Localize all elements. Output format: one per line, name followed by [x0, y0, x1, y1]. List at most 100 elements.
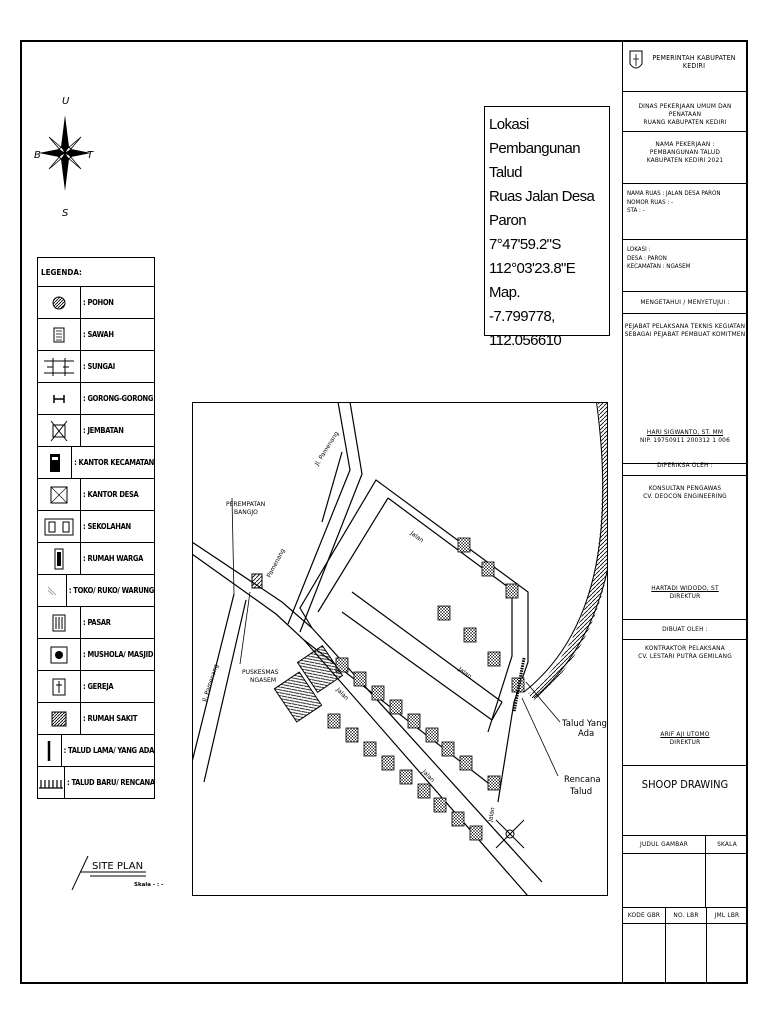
site-plan-scale: Skala - : -	[134, 882, 163, 888]
contractor-block: KONTRAKTOR PELAKSANA CV. LESTARI PUTRA G…	[623, 640, 747, 766]
checked-header: DIPERIKSA OLEH :	[623, 456, 747, 476]
compass-east: T	[87, 150, 94, 161]
official-nip: NIP. 19750911 200312 1 006	[639, 436, 731, 444]
legend-row: : SUNGAI	[37, 351, 155, 383]
bridge-icon	[38, 415, 81, 446]
legend-label: : TALUD LAMA/ YANG ADA	[63, 746, 155, 755]
building-block	[327, 713, 341, 729]
contractor-line: CV. LESTARI PUTRA GEMILANG	[638, 652, 732, 660]
label-perempatan: PEREMPATAN	[226, 501, 265, 508]
building-block	[353, 671, 367, 687]
building-block	[437, 605, 451, 621]
label-talud-ada: Talud Yang	[561, 719, 607, 729]
building-block	[451, 811, 465, 827]
legend-row: : GORONG-GORONG	[37, 383, 155, 415]
approve-header: MENGETAHUI / MENYETUJUI :	[623, 292, 747, 314]
work-line: KABUPATEN KEDIRI 2021	[646, 156, 724, 164]
building-block	[425, 727, 439, 743]
contractor-name: ARIF AJI UTOMO	[660, 730, 710, 738]
code-row: KODE GBR NO. LBR JML LBR	[623, 908, 747, 982]
location-info: LOKASI : DESA : PARON KECAMATAN : NGASEM	[623, 240, 747, 292]
road-line: STA : -	[627, 207, 645, 214]
mosque-icon	[38, 639, 81, 670]
legend-row: : RUMAH WARGA	[37, 543, 155, 575]
legend-label: : SAWAH	[83, 330, 114, 339]
road-edge	[317, 497, 389, 613]
judul-label: JUDUL GAMBAR	[640, 840, 688, 848]
dept-line: DINAS PEKERJAAN UMUM DAN PENATAAN	[638, 102, 732, 118]
no-lbr-label: NO. LBR	[673, 911, 699, 919]
building-block	[463, 627, 477, 643]
road-line: NOMOR RUAS : -	[627, 198, 674, 206]
label-jalan: Jalan	[334, 686, 350, 702]
lokasi-line: DESA : PARON	[627, 254, 667, 262]
building-block	[441, 741, 455, 757]
legend-label: : GEREJA	[83, 682, 114, 691]
official-block: PEJABAT PELAKSANA TEKNIS KEGIATAN SEBAGA…	[623, 314, 747, 464]
road-edge	[299, 479, 529, 803]
label-jl-pamenang: Jl. Pamenang	[313, 430, 340, 468]
school-icon	[38, 511, 81, 542]
compass-west: B	[34, 150, 41, 161]
building-block	[399, 769, 413, 785]
building-block	[469, 825, 483, 841]
legend-label: : GORONG-GORONG	[83, 394, 154, 403]
label-rencana-talud: Talud	[569, 787, 592, 797]
label-rencana-talud: Rencana	[564, 775, 601, 785]
official-name: HARI SIGWANTO, ST. MM	[646, 428, 724, 436]
label-jalan: Jalan	[487, 807, 497, 824]
legend-row: : KANTOR DESA	[37, 479, 155, 511]
contractor-role: DIREKTUR	[669, 738, 701, 746]
building-block	[487, 651, 501, 667]
legend-label: : TALUD BARU/ RENCANA	[67, 778, 155, 787]
existing-wall-icon	[38, 735, 62, 766]
road-edge	[192, 541, 543, 883]
road-edge	[491, 701, 503, 721]
culvert-icon	[38, 383, 81, 414]
building-block	[487, 775, 501, 791]
market-icon	[38, 607, 81, 638]
legend-label: : MUSHOLA/ MASJID	[83, 650, 154, 659]
skala-label: SKALA	[717, 840, 737, 848]
location-line: Map.	[489, 284, 521, 301]
puskesmas-building	[273, 644, 344, 723]
legend-label: : TOKO/ RUKO/ WARUNG	[68, 586, 154, 595]
rice-field-icon	[38, 319, 81, 350]
work-name: NAMA PEKERJAAN : PEMBANGUNAN TALUD KABUP…	[623, 132, 747, 184]
building-block	[457, 537, 471, 553]
location-coordinates: 7°47'59.2"S 112°03'23.8"E	[489, 236, 576, 277]
label-pamenang: Pamenang	[266, 548, 287, 579]
building-block	[363, 741, 377, 757]
label-puskesmas: PUSKESMAS	[242, 669, 279, 676]
legend-row: : KANTOR KECAMATAN	[37, 447, 155, 479]
legend-label: : SEKOLAHAN	[83, 522, 131, 531]
building-block	[505, 583, 519, 599]
road-edge	[387, 497, 513, 733]
legend-row: : RUMAH SAKIT	[37, 703, 155, 735]
gov-line: PEMERINTAH KABUPATEN	[652, 54, 736, 62]
district-office-icon	[38, 447, 73, 478]
legend-row: : SEKOLAHAN	[37, 511, 155, 543]
location-line: Lokasi	[489, 116, 529, 133]
planned-wall-icon	[38, 767, 65, 798]
legend-row: : MUSHOLA/ MASJID	[37, 639, 155, 671]
consultant-line: KONSULTAN PENGAWAS	[648, 484, 722, 492]
lokasi-line: LOKASI :	[627, 246, 651, 253]
drawing-title: SHOOP DRAWING	[623, 766, 747, 836]
road-edge	[341, 611, 493, 721]
kode-label: KODE GBR	[627, 911, 661, 919]
gov-header: PEMERINTAH KABUPATEN KEDIRI	[623, 40, 747, 92]
building-block	[389, 699, 403, 715]
map-north-marker	[495, 819, 525, 849]
legend-row: : GEREJA	[37, 671, 155, 703]
river-icon	[38, 351, 81, 382]
building-block	[371, 685, 385, 701]
road-edge	[203, 599, 247, 783]
church-icon	[38, 671, 81, 702]
road-info: NAMA RUAS : JALAN DESA PARON NOMOR RUAS …	[623, 184, 747, 240]
label-jl-pamenang: Jl. Pamenang	[201, 663, 220, 703]
site-plan-title: SITE PLAN	[92, 861, 143, 872]
label-talud-ada: Ada	[578, 729, 594, 739]
legend-label: : POHON	[83, 298, 114, 307]
gov-line: KEDIRI	[682, 62, 706, 70]
